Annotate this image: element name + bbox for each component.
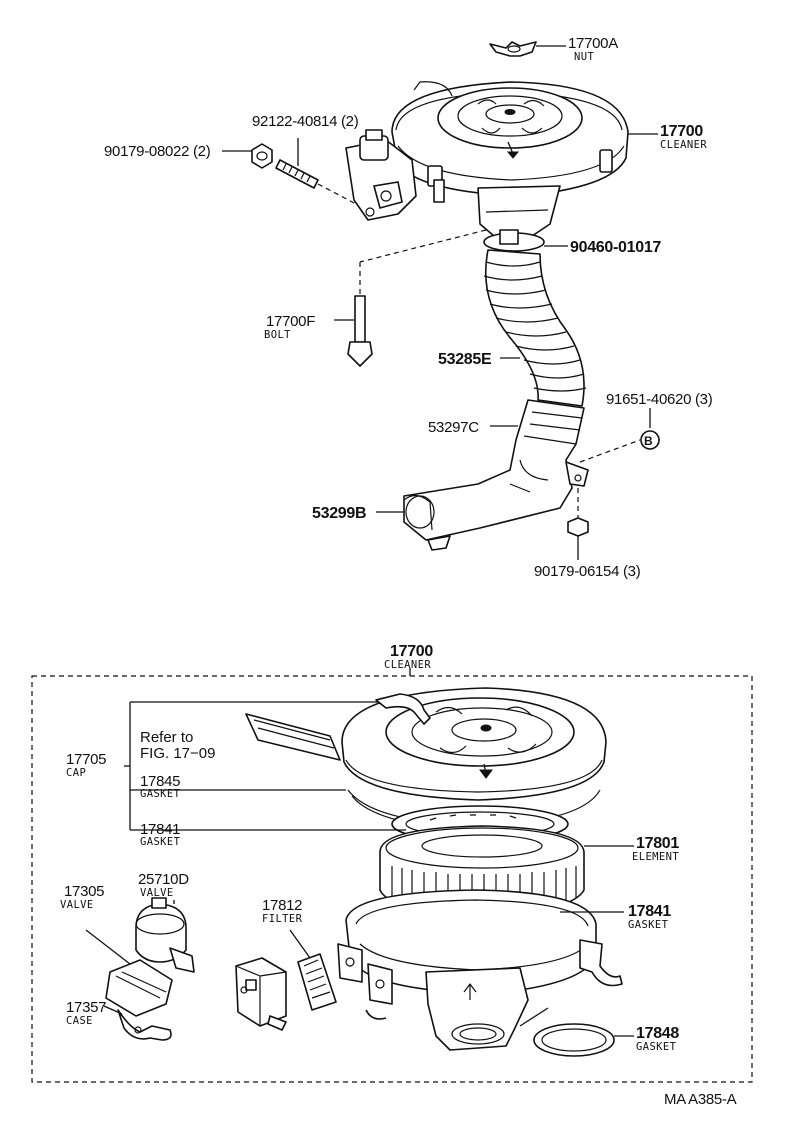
cap-part [341, 687, 607, 801]
cleaner-base-part [337, 889, 623, 1051]
valve1-part-name: VALVE [60, 899, 94, 911]
group-part-name: CLEANER [384, 659, 431, 671]
figure-code: MA A385-A [664, 1091, 737, 1108]
nut-part-number: 17700A [568, 35, 618, 52]
valve-17305-part [85, 929, 173, 1017]
gasket3-part-number: 17841 [628, 903, 671, 920]
element-part-name: ELEMENT [632, 851, 679, 863]
screw-ref-part [579, 408, 660, 463]
stud-part [275, 138, 357, 205]
cleaner-part-name: CLEANER [660, 139, 707, 151]
lower-exploded-view [31, 668, 753, 1083]
group-boundary [31, 675, 753, 1083]
nut3-part-number: 90179-06154 (3) [534, 563, 641, 580]
case-part-number: 17357 [66, 999, 106, 1016]
nut-part [222, 143, 273, 169]
valve-25710d-part [135, 897, 195, 973]
cap-part-number: 17705 [66, 751, 106, 768]
element-part-number: 17801 [636, 835, 679, 852]
cap-part-name: CAP [66, 767, 86, 779]
case-part-name: CASE [66, 1015, 93, 1027]
vsv-part [235, 957, 287, 1031]
air-cleaner-upper-part [391, 81, 658, 237]
bracket-valve-part [345, 129, 417, 221]
gasket-17848-part [533, 1023, 634, 1057]
filter-part-name: FILTER [262, 913, 303, 925]
intake-duct-part [376, 399, 589, 551]
bolt-part-name: BOLT [264, 329, 291, 341]
clamp-part-number: 90460-01017 [570, 239, 661, 256]
refer-line-2: FIG. 17−09 [140, 745, 215, 762]
hose-part-number: 53285E [438, 351, 492, 368]
gasket2-part-number: 17841 [140, 821, 180, 838]
filter-part [289, 929, 337, 1011]
gasket4-part-name: GASKET [636, 1041, 677, 1053]
nut2-part-number: 90179-08022 (2) [104, 143, 211, 160]
upper-labels: 17700A NUT 17700 CLEANER 92122-40814 (2)… [104, 35, 713, 580]
lower-labels: 17700 CLEANER Refer to FIG. 17−09 17705 … [60, 643, 737, 1108]
upper-assembly [222, 41, 660, 560]
wing-nut-part [489, 41, 566, 57]
leader-lines [124, 701, 634, 913]
valve2-part-number: 25710D [138, 871, 189, 888]
nut-part-name: NUT [574, 51, 594, 63]
valve1-part-number: 17305 [64, 883, 104, 900]
refer-line-1: Refer to [140, 729, 193, 746]
gasket2-part-name: GASKET [140, 836, 181, 848]
valve2-part-name: VALVE [140, 887, 174, 899]
case-17357-part [103, 1005, 172, 1041]
gasket1-part-number: 17845 [140, 773, 180, 790]
gasket3-part-name: GASKET [628, 919, 669, 931]
bolt-part-number: 17700F [266, 313, 315, 330]
cleaner-part-number: 17700 [660, 123, 703, 140]
stud-part-number: 92122-40814 (2) [252, 113, 359, 130]
flange-nut-part [567, 488, 589, 560]
refer-pad-part [245, 713, 341, 761]
pipe-part-number: 53297C [428, 419, 479, 436]
filter-part-number: 17812 [262, 897, 302, 914]
intake-part-number: 53299B [312, 505, 366, 522]
hose-clamp-part [483, 229, 568, 252]
bolt-part [334, 229, 487, 367]
gasket4-part-number: 17848 [636, 1025, 679, 1042]
circle-b-label: B [644, 434, 653, 448]
gasket1-part-name: GASKET [140, 788, 181, 800]
screw-part-number: 91651-40620 (3) [606, 391, 713, 408]
group-part-number: 17700 [390, 643, 433, 660]
corrugated-hose-part [483, 249, 587, 407]
